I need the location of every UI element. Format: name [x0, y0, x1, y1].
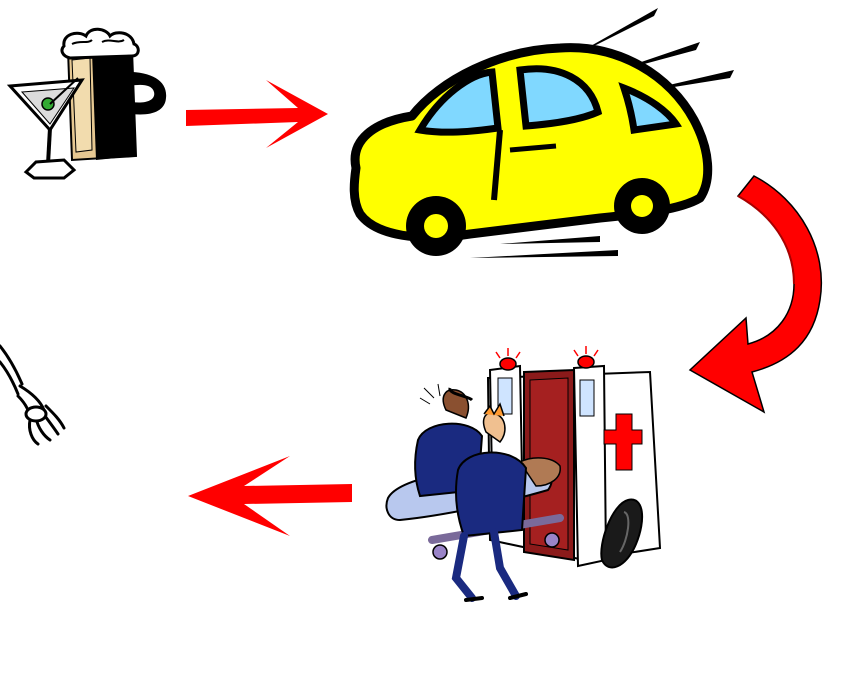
arrow-right — [186, 80, 328, 148]
ambulance-icon — [385, 346, 662, 602]
car-wheel-front — [406, 196, 466, 256]
arrow-curved-down — [688, 175, 822, 414]
drinks-group — [6, 27, 167, 180]
arrow-left — [188, 456, 352, 536]
car-wheel-rear — [614, 178, 670, 234]
paramedic-right — [451, 402, 528, 602]
skeleton-hand-icon — [0, 344, 66, 446]
martini-icon — [6, 77, 85, 180]
car-icon — [349, 8, 734, 258]
beer-mug-icon — [60, 27, 167, 162]
